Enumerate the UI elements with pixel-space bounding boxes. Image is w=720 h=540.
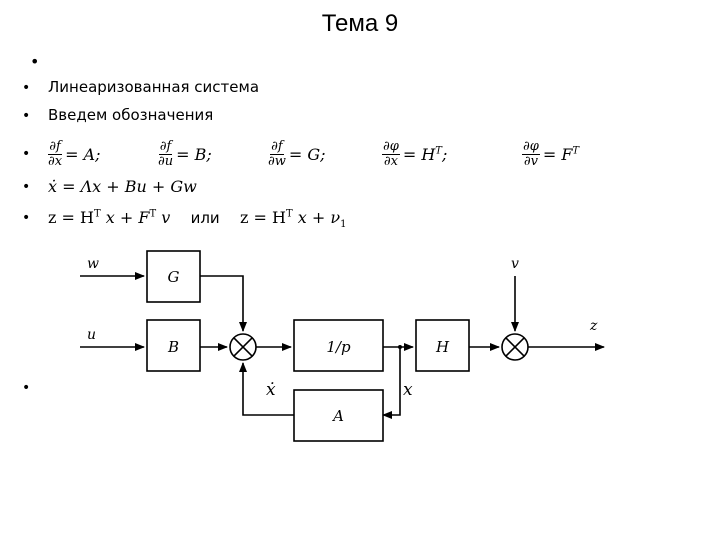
bullet-5: • bbox=[22, 210, 31, 226]
or-word: или bbox=[190, 209, 220, 227]
integrator-block bbox=[293, 319, 384, 372]
derivative-FT: ∂φ∂v = FT bbox=[522, 139, 580, 169]
state-equation: ẋ = Λx + Bu + Gw bbox=[48, 177, 197, 196]
bullet-2: • bbox=[22, 108, 31, 124]
derivative-B: ∂f∂u = B; bbox=[158, 139, 212, 169]
A-to-sum-line bbox=[239, 362, 294, 416]
bullet-6: • bbox=[22, 380, 31, 396]
label-G: G bbox=[168, 268, 180, 286]
B-block bbox=[146, 319, 201, 372]
H-block bbox=[415, 319, 470, 372]
linearized-system-text: Линеаризованная система bbox=[48, 78, 260, 96]
bullet-3: • bbox=[22, 146, 31, 162]
label-xdot: ẋ bbox=[266, 380, 276, 400]
label-integrator: 1/p bbox=[326, 338, 351, 356]
empty-bullet: • bbox=[30, 52, 40, 71]
G-to-sum-line bbox=[200, 275, 247, 332]
feedback-to-A-line bbox=[382, 347, 401, 419]
label-z: z bbox=[589, 318, 598, 334]
label-v: v bbox=[511, 256, 519, 272]
slide-title: Тема 9 bbox=[321, 10, 399, 37]
label-x: x bbox=[403, 380, 413, 400]
derivative-A: ∂f∂x = A; bbox=[48, 139, 101, 169]
label-w: w bbox=[87, 256, 99, 272]
label-B: B bbox=[167, 338, 179, 356]
derivative-HT: ∂φ∂x = HT; bbox=[382, 139, 448, 169]
output-equation: z = HT x + FT v или z = HT x + ν1 bbox=[48, 208, 347, 231]
notation-text: Введем обозначения bbox=[48, 106, 214, 124]
label-H: H bbox=[435, 338, 450, 356]
label-u: u bbox=[87, 327, 96, 343]
derivative-G: ∂f∂w = G; bbox=[268, 139, 326, 169]
label-A: A bbox=[331, 407, 344, 425]
bullet-1: • bbox=[22, 80, 31, 96]
branch-point bbox=[398, 345, 402, 349]
bullet-4: • bbox=[22, 179, 31, 195]
